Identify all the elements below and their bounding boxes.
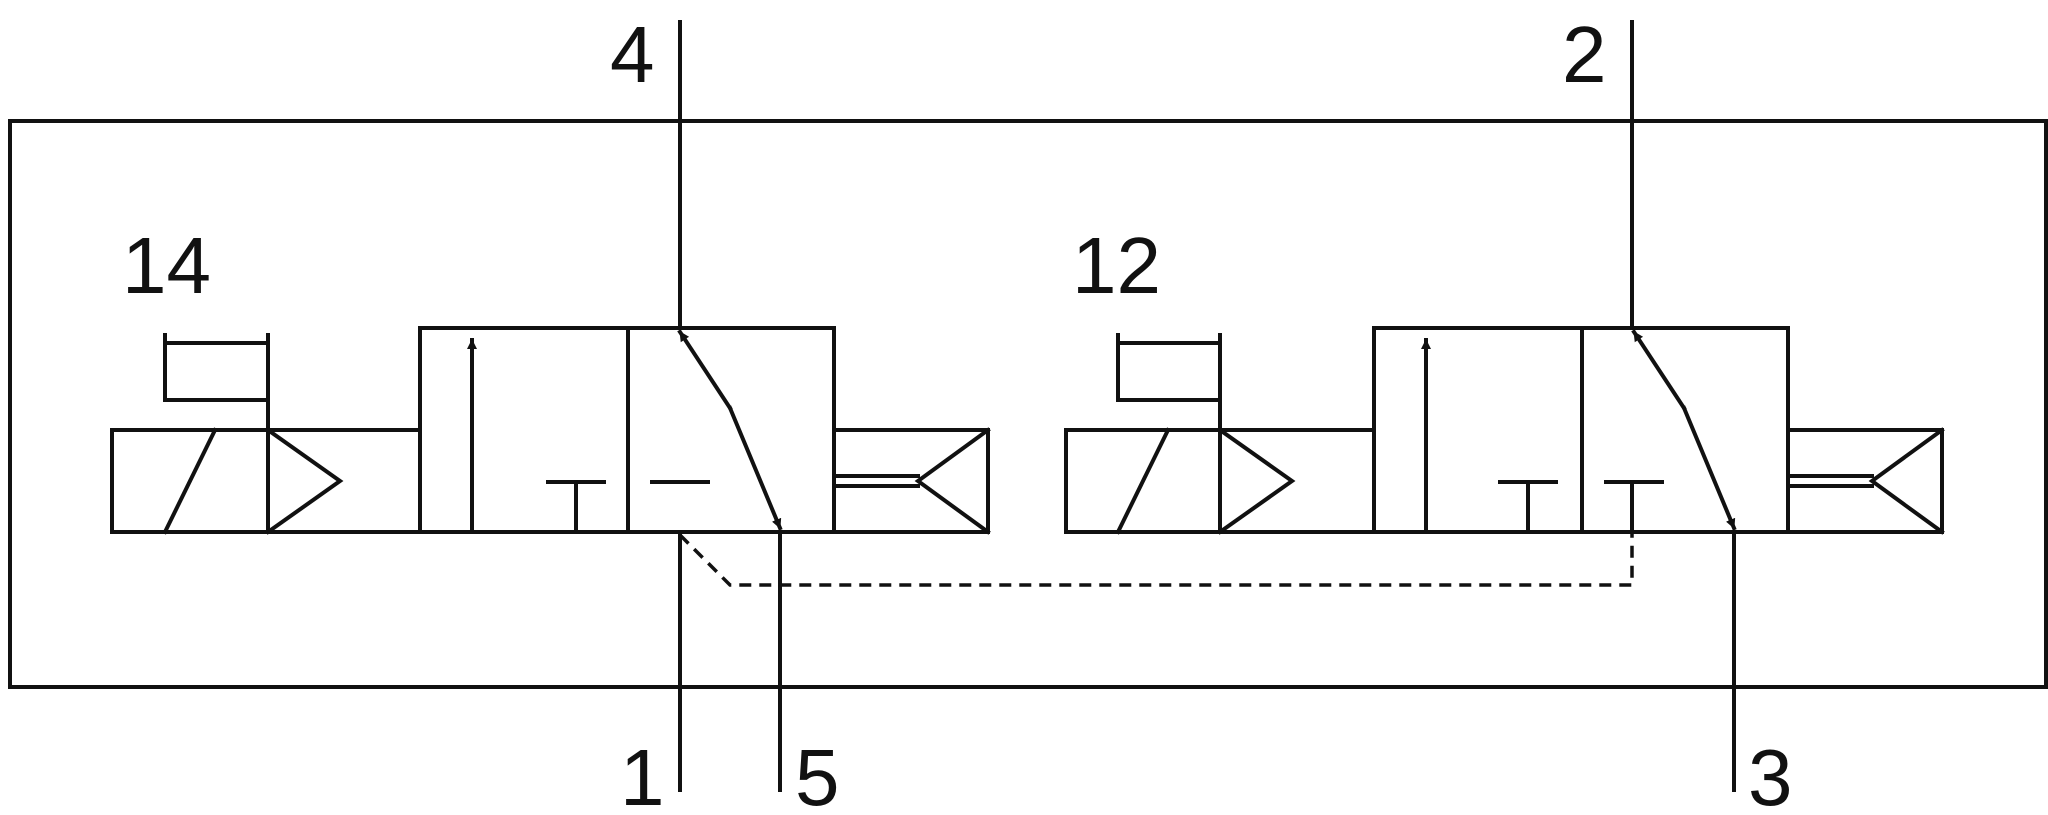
left-valve-position-b	[626, 326, 836, 534]
pilot-12-label: 12	[1072, 221, 1161, 310]
port-2-label: 2	[1562, 10, 1607, 99]
right-pos-b-flow-arrow-up	[1631, 329, 1687, 411]
internal-supply-connection	[678, 532, 1634, 587]
right-valve	[1064, 20, 1945, 792]
valve-housing	[8, 119, 2048, 689]
left-spring-triangle	[914, 427, 991, 535]
pilot-14-label: 14	[122, 221, 211, 310]
port-3-label: 3	[1748, 733, 1793, 815]
left-solenoid-coil-slash	[162, 427, 218, 535]
left-spring-box	[832, 428, 990, 534]
left-manual-override	[163, 333, 270, 402]
port-5-label: 5	[795, 733, 840, 815]
right-spring-triangle	[1868, 427, 1945, 535]
right-pilot-triangle	[1217, 427, 1296, 535]
port-4-label: 4	[610, 10, 655, 99]
port-1-label: 1	[620, 733, 665, 815]
left-pilot-triangle	[265, 427, 344, 535]
right-valve-position-a	[1372, 326, 1584, 534]
left-valve	[110, 20, 991, 792]
right-pos-b-flow-arrow-down	[1681, 405, 1737, 531]
right-manual-override	[1116, 333, 1222, 402]
right-solenoid-coil-slash	[1115, 427, 1171, 535]
left-pos-b-flow-arrow-down	[727, 405, 783, 531]
left-pos-b-flow-arrow-up	[677, 329, 733, 411]
right-valve-position-b	[1580, 326, 1790, 534]
left-valve-position-a	[418, 326, 630, 534]
right-spring-box	[1786, 428, 1944, 534]
